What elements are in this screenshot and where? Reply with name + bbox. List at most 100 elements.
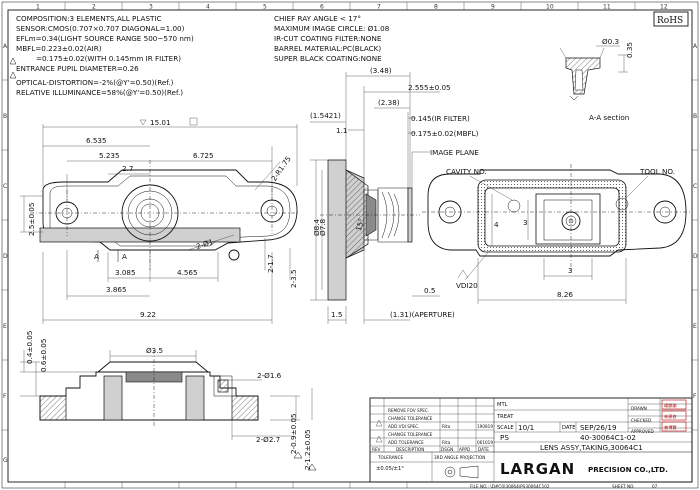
date-value: SEP/26/19 (580, 423, 617, 432)
rev-row-5: ADD TOLERANCE (388, 440, 424, 445)
dim-dia-35: Ø3.5 (146, 346, 163, 355)
zone-8: 8 (434, 4, 438, 11)
spec-composition: COMPOSITION:3 ELEMENTS,ALL PLASTIC (16, 14, 162, 23)
dim-04: 0.4±0.05 (25, 331, 34, 364)
rohs-box (653, 11, 689, 27)
zone-11: 11 (603, 4, 611, 11)
dim-4: 4 (494, 220, 499, 229)
dim-dia-27: 2-Ø2.7 (256, 435, 280, 444)
triangle-mark (9, 71, 17, 79)
side-view: (3.48) 2.555±0.05 (2.38) (1.5421) 1.1 0.… (310, 66, 479, 324)
brand-largan: LARGAN (500, 460, 575, 478)
dim-922: 9.22 (140, 310, 156, 319)
zone-6: 6 (320, 4, 324, 11)
zone-5: 5 (263, 4, 267, 11)
drawn-label: DRAWN (631, 406, 647, 411)
dim-ir-filter: 0.145(IR FILTER) (411, 114, 470, 123)
treat-label: TREAT (496, 414, 514, 420)
dim-aperture: (1.31)(APERTURE) (390, 310, 455, 319)
dim-6535: 6.535 (86, 136, 107, 145)
dim-3-vert: 3 (523, 218, 528, 227)
scale-value: 10/1 (518, 423, 534, 432)
brand-subtitle: PRECISION CO.,LTD. (588, 465, 668, 474)
dim-mbfl: 0.175±0.02(MBFL) (411, 129, 479, 138)
spec-sensor: SENSOR:CMOS(0.707×0.707 DIAGONAL=1.00) (16, 24, 185, 33)
dim-r175: 2-R1.75 (269, 154, 293, 182)
dim-27: 2.7 (122, 164, 133, 173)
dim-25: 2.5±0.05 (27, 203, 36, 236)
spec-barrel: BARREL MATERIAL:PC(BLACK) (274, 44, 381, 53)
zone-9: 9 (491, 4, 495, 11)
zone-c: C (3, 183, 7, 190)
dim-15421: (1.5421) (310, 111, 341, 120)
dim-23-5: 2-3.5 (289, 269, 298, 288)
dim-overall-width: 15.01 (150, 118, 171, 127)
checked-label: CHECKED (631, 418, 651, 423)
tool-label: TOOL NO. (639, 167, 675, 176)
projection-label: 3RD ANGLE PROJECTION (434, 455, 485, 460)
bottom-view: CAVITY NO. TOOL NO. VDI20 4 3 3 8.26 (422, 164, 692, 304)
zone-2: 2 (92, 4, 96, 11)
title-block: MTL TREAT SCALE 10/1 DATE SEP/26/19 PS 4… (369, 397, 693, 483)
spec-illuminance: RELATIVE ILLUMINANCE=58%(@Y'=0.50)(Ref.) (16, 88, 183, 97)
rev-header-desc: DESCRIPTION (396, 447, 424, 452)
tolerance-label: TOLERANCE (377, 455, 403, 460)
rev-header-rev: REV (372, 447, 381, 452)
zone-3: 3 (149, 4, 153, 11)
triangle-mark-2 (9, 57, 17, 65)
dim-826: 8.26 (557, 290, 573, 299)
dim-6725: 6.725 (193, 151, 214, 160)
rev-header-dsgn: DSGN (441, 447, 453, 452)
section-mark-a-right: A (122, 252, 127, 261)
rev-row-4: CHANGE TOLERANCE (388, 432, 433, 437)
stamp-checked: 林建修 (664, 413, 677, 420)
zone-12: 12 (660, 4, 668, 11)
zone-a-right: A (693, 43, 698, 50)
rev-by-3: Rita (442, 424, 451, 429)
dim-2555: 2.555±0.05 (408, 83, 451, 92)
zone-d: D (3, 253, 8, 260)
spec-block-right: CHIEF RAY ANGLE < 17° MAXIMUM IMAGE CIRC… (274, 14, 390, 63)
dim-09: 2-0.9±0.05 (289, 413, 298, 454)
lower-view: Ø3.5 0.4±0.05 0.6±0.05 2-Ø1.6 2-Ø2.7 2-0… (20, 331, 317, 471)
dim-dia-78: Ø7.8 (318, 218, 327, 236)
dim-21-7: 2-1.7 (266, 254, 275, 273)
dim-11: 1.1 (336, 126, 347, 135)
sheet-no-label: SHEET NO. (612, 484, 635, 489)
zone-10: 10 (546, 4, 554, 11)
dim-dia-16: 2-Ø1.6 (257, 371, 282, 380)
rev-header-date: DATE (478, 447, 489, 452)
rev-date-5: 061019 (477, 440, 493, 445)
unit-value: PS (500, 433, 509, 442)
date-label: DATE (562, 425, 576, 431)
zone-a: A (3, 43, 8, 50)
rev-date-3: 190819 (477, 424, 493, 429)
stamp-approved: 曾博賢 (664, 424, 677, 431)
dim-3-horz: 3 (568, 266, 573, 275)
zone-b: B (3, 113, 7, 120)
part-number: 40-30064C1-02 (580, 433, 636, 442)
section-height-dim: 0.35 (625, 42, 634, 58)
dim-348: (3.48) (370, 66, 392, 75)
rev-row-2: CHANGE TOLERANCE (388, 416, 433, 421)
zone-e-right: E (693, 323, 697, 330)
spec-distortion: OPTICAL-DISTORTION=-2%(@Y'=0.50)(Ref.) (16, 78, 174, 87)
rohs-label: RoHS (657, 16, 683, 26)
dim-5235: 5.235 (99, 151, 120, 160)
vdi-label: VDI20 (456, 281, 478, 290)
spec-mbfl-air: MBFL=0.223±0.02(AIR) (16, 44, 102, 53)
zone-f: F (3, 393, 7, 400)
rev-by-5: Rita (442, 440, 451, 445)
section-mark-a-left: A (94, 252, 99, 261)
dim-06: 0.6±0.05 (39, 339, 48, 372)
zone-7: 7 (377, 4, 381, 11)
zone-d-right: D (693, 253, 698, 260)
dim-4565: 4.565 (177, 268, 198, 277)
dim-238: (2.38) (378, 98, 400, 107)
rev-row-3: ADD VDI SPEC. (388, 424, 419, 429)
zone-f-right: F (693, 393, 697, 400)
stamp-drawn: 楊鼎諭 (664, 402, 677, 409)
spec-efl: EFLm=0.34(LIGHT SOURCE RANGE 500~570 nm) (16, 34, 194, 43)
